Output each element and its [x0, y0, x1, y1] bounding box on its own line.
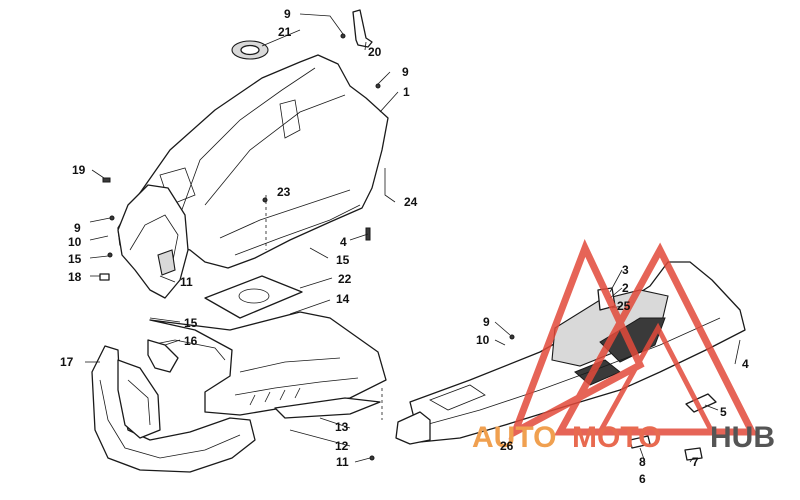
watermark-logo — [508, 239, 758, 440]
callout-15: 15 — [184, 316, 198, 330]
leader-lines — [85, 13, 741, 463]
side-cowl-19 — [117, 184, 189, 299]
watermark-hub: HUB — [710, 421, 775, 454]
bracket-20 — [352, 9, 373, 48]
callout-5: 5 — [720, 405, 727, 419]
callout-24: 24 — [404, 195, 418, 209]
callout-19: 19 — [72, 163, 86, 177]
front-bumper-17 — [91, 345, 256, 473]
callout-18: 18 — [68, 270, 82, 284]
seal-ring-21 — [231, 40, 269, 60]
callout-9: 9 — [483, 315, 490, 329]
callout-25: 25 — [617, 299, 631, 313]
callout-14: 14 — [336, 292, 350, 306]
callouts: 9 21 20 9 1 19 23 24 9 10 4 15 15 18 11 … — [60, 7, 749, 486]
callout-8: 8 — [639, 455, 646, 469]
callout-4: 4 — [340, 235, 347, 249]
callout-1: 1 — [403, 85, 410, 99]
callout-11: 11 — [180, 275, 193, 289]
callout-7: 7 — [692, 455, 699, 469]
callout-13: 13 — [335, 420, 349, 434]
callout-6: 6 — [639, 472, 646, 486]
callout-15: 15 — [68, 252, 82, 266]
callout-16: 16 — [184, 334, 198, 348]
callout-23: 23 — [277, 185, 291, 199]
callout-4: 4 — [742, 357, 749, 371]
callout-26: 26 — [500, 439, 514, 453]
bracket-16 — [147, 339, 179, 373]
watermark-auto: AUTO — [472, 421, 556, 454]
callout-10: 10 — [476, 333, 490, 347]
watermark-moto: MOTO — [572, 421, 661, 454]
callout-22: 22 — [338, 272, 352, 286]
callout-21: 21 — [278, 25, 292, 39]
callout-9: 9 — [284, 7, 291, 21]
skid-strip-13 — [274, 397, 381, 419]
callout-20: 20 — [368, 45, 382, 59]
callout-11: 11 — [336, 455, 349, 469]
callout-2: 2 — [622, 281, 629, 295]
callout-12: 12 — [335, 439, 349, 453]
gasket-plate-22 — [204, 275, 303, 319]
callout-3: 3 — [622, 263, 629, 277]
callout-17: 17 — [60, 355, 74, 369]
callout-15: 15 — [336, 253, 350, 267]
callout-9: 9 — [402, 65, 409, 79]
callout-9: 9 — [74, 221, 81, 235]
callout-10: 10 — [68, 235, 82, 249]
watermark-text: AUTO MOTO HUB — [472, 421, 775, 454]
